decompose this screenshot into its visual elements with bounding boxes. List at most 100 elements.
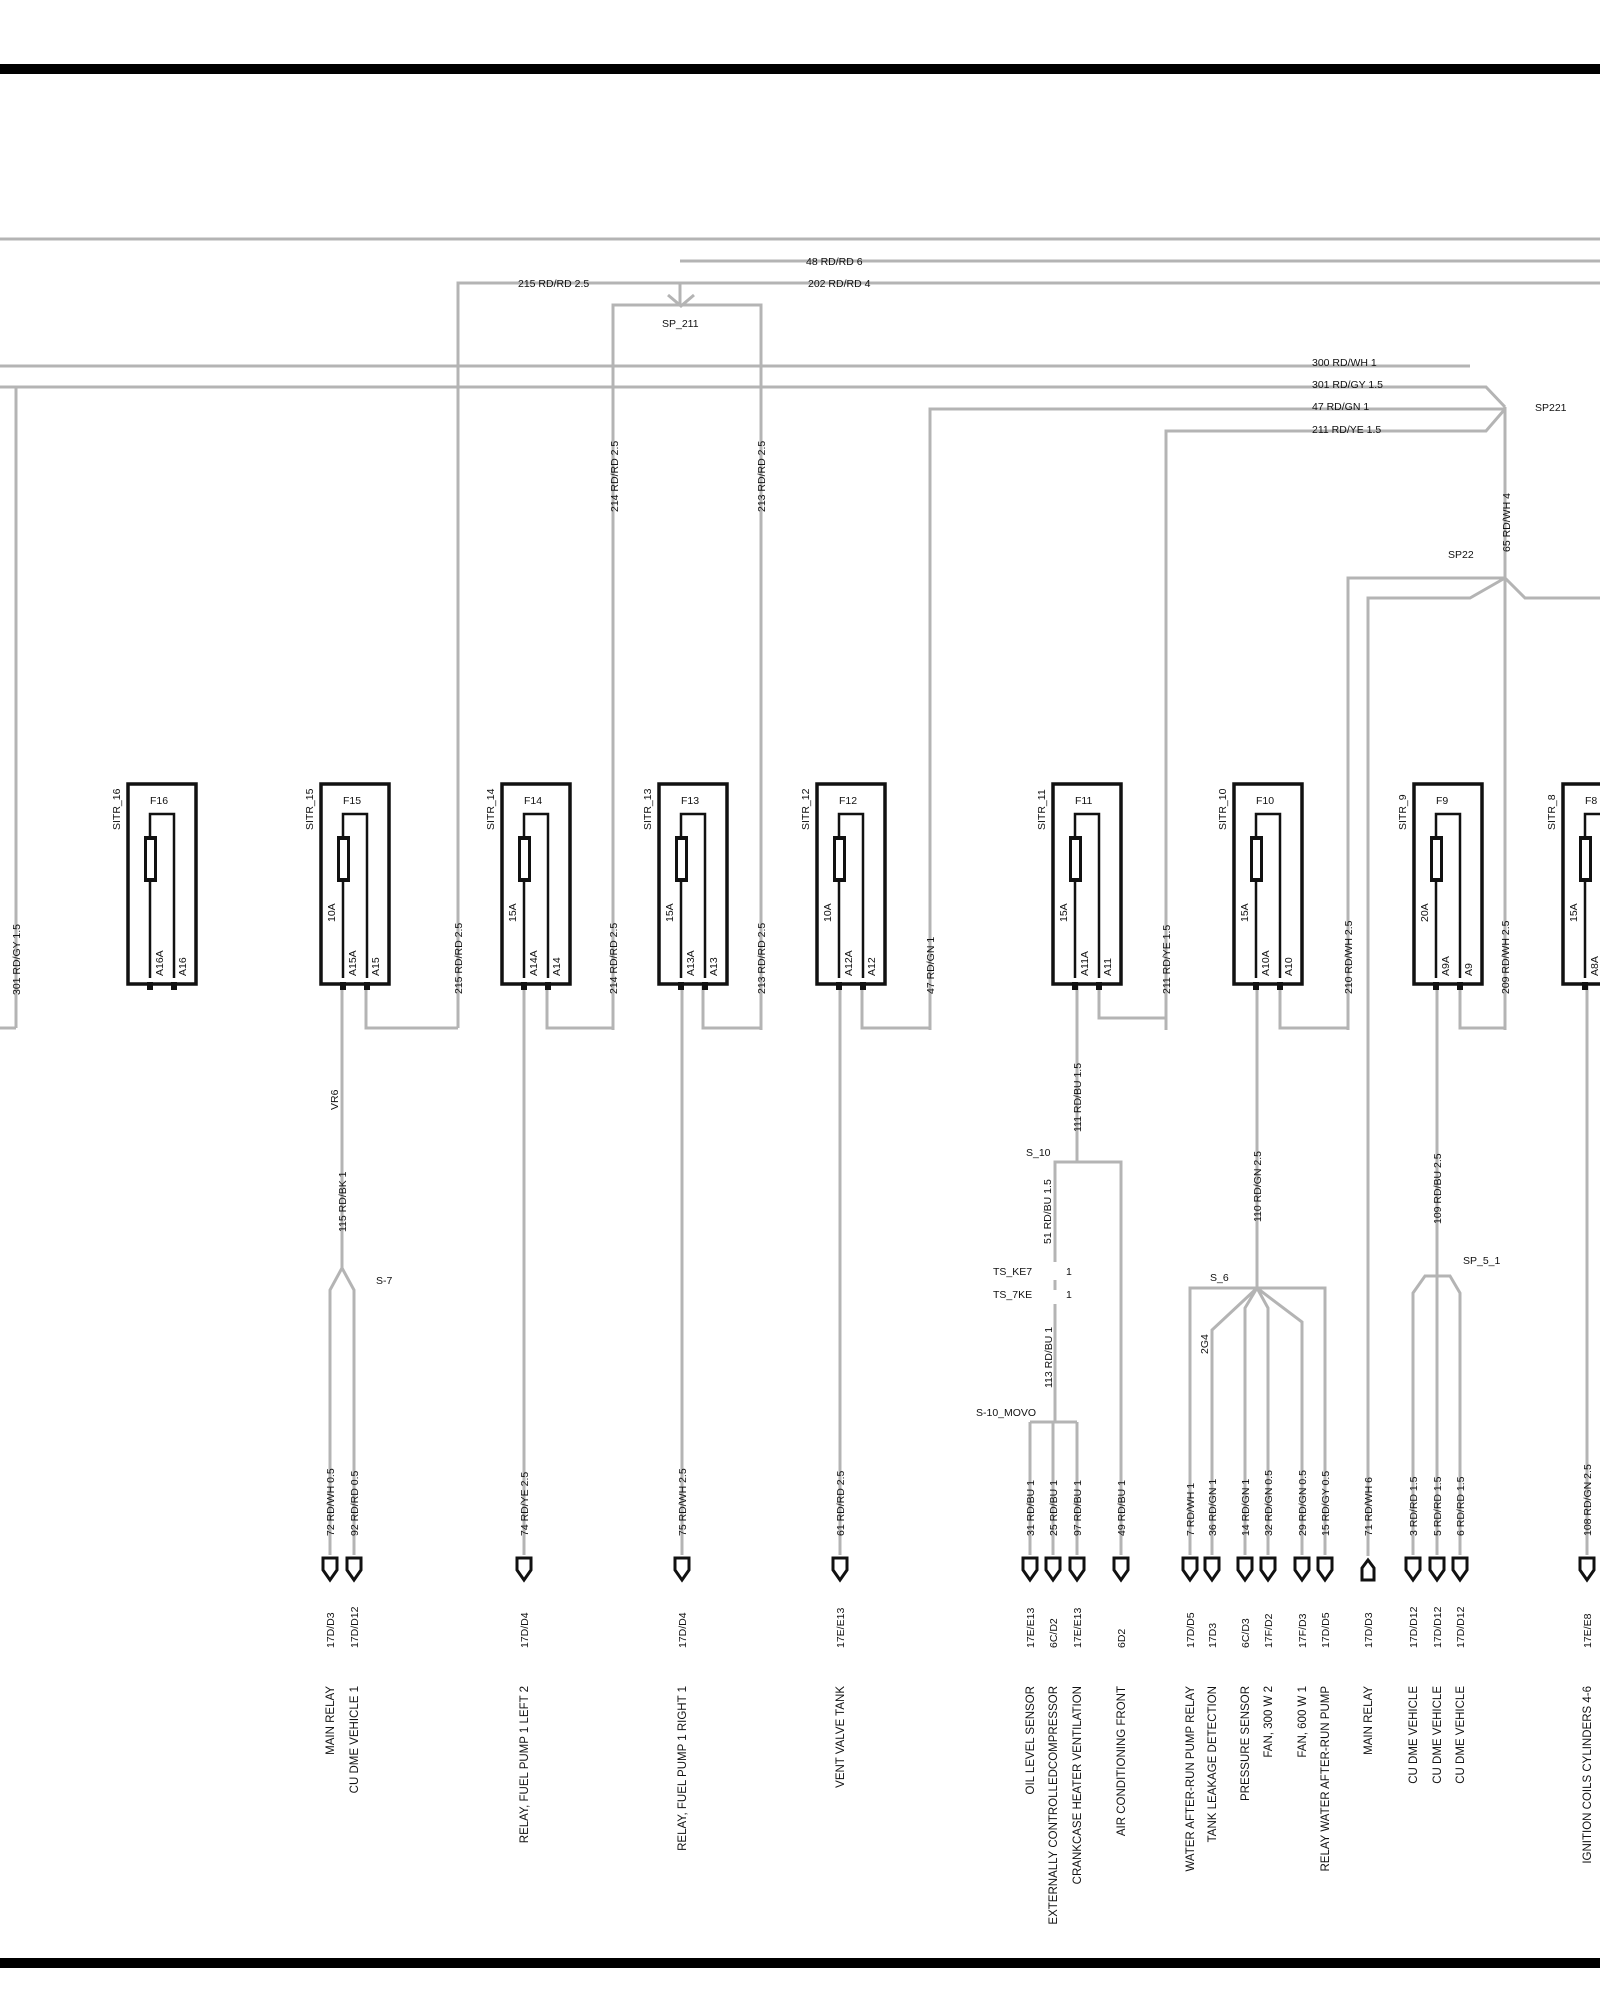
wire-label-48: 48 RD/RD 6 [806, 256, 863, 268]
terminal-ref: 6D2 [1116, 1629, 1128, 1648]
connector-down-icon [1068, 1556, 1086, 1583]
fuse-sitr-label: SITR_15 [304, 788, 316, 830]
terminal-ref: 17D/D5 [1320, 1612, 1332, 1648]
fuse-pin-a: A11A [1079, 951, 1091, 976]
terminal-description: CU DME VEHICLE [1432, 1686, 1444, 1784]
terminal-ref: 17E/E13 [835, 1608, 847, 1648]
terminal-wire-label: 74 RD/YE 2.5 [519, 1472, 531, 1536]
terminal-ref: 17D/D3 [325, 1612, 337, 1648]
splice-s10-movo: S-10_MOVO [976, 1407, 1036, 1419]
terminal-description: VENT VALVE TANK [835, 1686, 847, 1788]
fuse-pin [1072, 982, 1078, 990]
splice-s6: S_6 [1210, 1272, 1229, 1284]
fuse-sitr-label: SITR_14 [485, 788, 497, 830]
wire-label-111: 111 RD/BU 1.5 [1072, 1063, 1084, 1132]
fuse-pin-b: A14 [551, 957, 563, 976]
fuse-rating: 20A [1419, 903, 1431, 922]
fuse-pin [340, 982, 346, 990]
terminal-ref: 17D/D4 [677, 1612, 689, 1648]
connector-down-icon [673, 1556, 691, 1583]
wire-label-65: 65 RD/WH 4 [1501, 493, 1513, 552]
terminal-description: CU DME VEHICLE [1455, 1686, 1467, 1784]
wire-label-110: 110 RD/GN 2.5 [1252, 1151, 1264, 1222]
fuse-wire-label: 215 RD/RD 2.5 [453, 923, 465, 994]
fuse-element [1073, 812, 1101, 978]
fuse-rating: 15A [664, 903, 676, 922]
terminal-ref: 17E/E8 [1582, 1613, 1594, 1648]
terminal-wire-label: 75 RD/WH 2.5 [677, 1468, 689, 1536]
connector-down-icon [1451, 1556, 1469, 1583]
fuse-wire-label: 47 RD/GN 1 [925, 937, 937, 994]
wire-label-300: 300 RD/WH 1 [1312, 357, 1377, 369]
fuse-name: F9 [1436, 795, 1448, 807]
connector-down-icon [1236, 1556, 1254, 1583]
terminal-wire-label: 15 RD/GY 0.5 [1320, 1471, 1332, 1536]
connector-down-icon [321, 1556, 339, 1583]
fuse-pin-b: A9 [1463, 963, 1475, 976]
fuse-name: F10 [1256, 795, 1274, 807]
fuse-sitr-label: SITR_10 [1217, 788, 1229, 830]
fuse-link-core [521, 840, 528, 878]
fuse-rating: 10A [326, 903, 338, 922]
terminal-ref: 17D3 [1207, 1623, 1219, 1648]
fuse-name: F8 [1585, 795, 1597, 807]
terminal-wire-label: 32 RD/GN 0.5 [1263, 1470, 1275, 1536]
fuse-pin-a: A9A [1440, 956, 1452, 976]
terminal-description: IGNITION COILS CYLINDERS 4-6 [1582, 1686, 1594, 1864]
fuse-pin [836, 982, 842, 990]
terminal-ref: 6C/D2 [1048, 1618, 1060, 1648]
fuse-element [148, 812, 176, 978]
terminal-description: RELAY WATER AFTER-RUN PUMP [1320, 1686, 1332, 1872]
fuse-pin [1582, 982, 1588, 990]
terminal-ref: 17D/D3 [1363, 1612, 1375, 1648]
connector-down-icon [831, 1556, 849, 1583]
fuse-sitr-label: SITR_8 [1546, 794, 1558, 830]
terminal-wire-label: 71 RD/WH 6 [1363, 1477, 1375, 1536]
terminal-wire-label: 49 RD/BU 1 [1116, 1480, 1128, 1536]
bottom-border-bar [0, 1958, 1600, 1968]
terminal-description: EXTERNALLY CONTROLLEDCOMPRESSOR [1048, 1686, 1060, 1925]
label-ts-pin2: 1 [1066, 1289, 1072, 1301]
label-ts-pin1: 1 [1066, 1266, 1072, 1278]
terminal-wire-label: 97 RD/BU 1 [1072, 1480, 1084, 1536]
connector-down-icon [1428, 1556, 1446, 1583]
terminal-ref: 17F/D3 [1297, 1613, 1309, 1648]
fuse-pin-b: A11 [1102, 958, 1114, 976]
fuse-pin [171, 982, 177, 990]
fuse-wire-label: 210 RD/WH 2.5 [1343, 920, 1355, 994]
fuse-pin [364, 982, 370, 990]
connector-down-icon [1293, 1556, 1311, 1583]
fuse-pin-a: A16A [154, 950, 166, 976]
label-ts-7ke: TS_7KE [993, 1289, 1032, 1301]
